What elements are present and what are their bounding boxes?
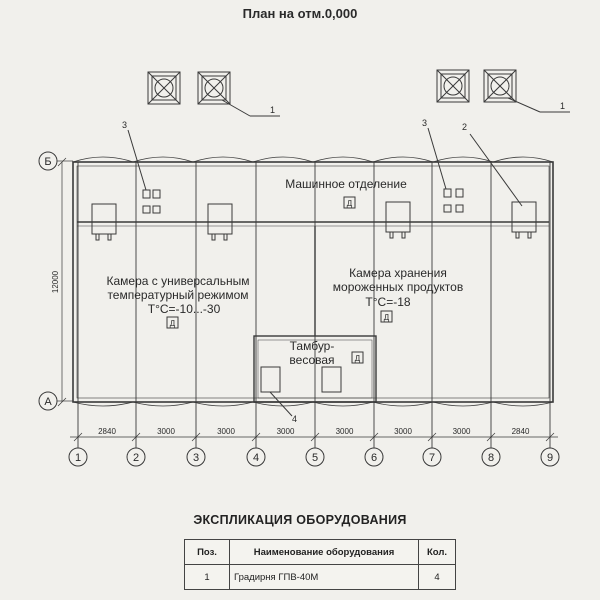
compressor-unit-icon [142,189,161,214]
height-dimension: 12000 [51,270,60,293]
scale-icon [260,366,281,393]
column-axis-label: 8 [488,452,494,464]
leader-line [507,97,541,113]
span-dimension-label: 3000 [277,427,295,436]
leader-label-1: 1 [270,105,275,115]
air-cooler-icon [385,201,411,239]
leader-label-1: 1 [560,101,565,111]
column-axis-label: 2 [133,452,139,464]
air-cooler-icon [91,203,117,241]
table-header-row: Поз. Наименование оборудования Кол. [184,539,456,565]
column-header-pos: Поз. [184,539,230,565]
column-axis-label: 5 [312,452,318,464]
door-mark-box [166,316,179,329]
span-dimension-label: 3000 [453,427,471,436]
column-axis-label: 3 [193,452,199,464]
row-qty: 4 [418,564,456,590]
door-mark-box [343,196,356,209]
axis-label-a: А [44,396,52,408]
cooling-tower-icon [483,69,517,103]
column-header-qty: Кол. [418,539,456,565]
column-axis-label: 6 [371,452,377,464]
span-dimension-label: 3000 [217,427,235,436]
compressor-unit-icon [443,188,464,213]
vestibule-room [253,335,377,403]
leader-line [221,99,251,117]
frozen-storage-temp: T°C=-18 [365,295,410,309]
vestibule-line-1: Тамбур- [290,339,335,353]
floor-plan-drawing: Машинное отделение Камера с универсальны… [38,69,570,467]
specification-table: Поз. Наименование оборудования Кол. 1 Гр… [184,539,456,590]
leader-label-3: 3 [122,120,127,130]
column-header-name: Наименование оборудования [229,539,419,565]
door-mark: Д [384,313,390,322]
door-mark: Д [170,319,176,328]
door-mark-box [351,351,364,364]
leader-label-4: 4 [292,414,297,424]
span-dimension-label: 3000 [336,427,354,436]
air-cooler-icon [511,201,537,239]
leader-label-3: 3 [422,118,427,128]
span-dimension-label: 3000 [394,427,412,436]
page-title: План на отм.0,000 [242,6,358,21]
span-dimension-label: 2840 [98,427,116,436]
span-dimension-label: 3000 [157,427,175,436]
column-axis-label: 4 [253,452,259,464]
table-row: 1 Градирня ГПВ-40М 4 [184,564,456,590]
door-mark: Д [347,199,353,208]
column-axis-label: 7 [429,452,435,464]
span-dimension-label: 2840 [512,427,530,436]
machine-room-label: Машинное отделение [285,177,407,191]
cooling-tower-icon [147,71,181,105]
column-axis-label: 1 [75,452,81,464]
frozen-storage-line-2: мороженных продуктов [333,280,463,294]
row-pos: 1 [184,564,230,590]
air-cooler-icon [207,203,233,241]
specification-title: ЭКСПЛИКАЦИЯ ОБОРУДОВАНИЯ [193,513,407,527]
cooling-tower-icon [436,69,470,103]
cooling-tower-icon [197,71,231,105]
door-mark: Д [355,354,361,363]
row-name: Градирня ГПВ-40М [229,564,419,590]
scale-icon [321,366,342,393]
vestibule-line-2: весовая [289,353,334,367]
leader-label-2: 2 [462,122,467,132]
frozen-storage-line-1: Камера хранения [349,266,447,280]
universal-chamber-temp: T°C=-10...-30 [148,302,221,316]
axis-label-b: Б [44,156,51,168]
column-axis-label: 9 [547,452,553,464]
door-mark-box [380,310,393,323]
universal-chamber-line-1: Камера с универсальным [107,274,250,288]
universal-chamber-line-2: температурный режимом [107,288,248,302]
